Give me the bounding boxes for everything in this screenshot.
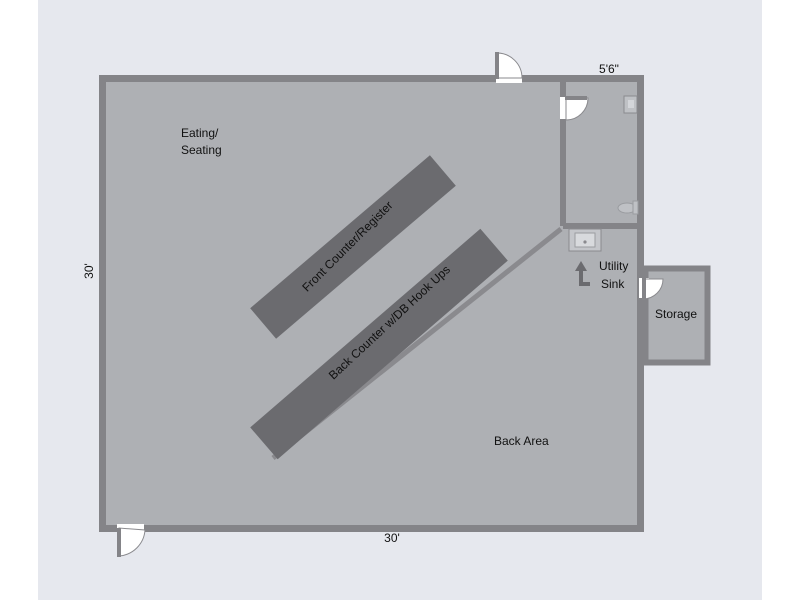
utility-sink-label-line-2: Sink: [601, 277, 625, 291]
width-dimension-label: 30': [384, 531, 400, 545]
restroom-door-icon[interactable]: [565, 96, 589, 121]
utility-sink-icon: [568, 228, 602, 252]
depth-dimension-label: 30': [82, 263, 96, 279]
storage-label: Storage: [655, 307, 697, 321]
eating-seating-label: Eating/ Seating: [181, 126, 222, 157]
back-counter: [250, 228, 508, 460]
toilet-icon: [617, 200, 639, 215]
utility-sink-label-line-1: Utility: [599, 259, 628, 273]
restroom-door-opening: [560, 97, 567, 119]
utility-sink-label: Utility Sink: [599, 259, 632, 291]
back-area-label: Back Area: [494, 434, 549, 448]
top-door-icon[interactable]: [495, 52, 523, 79]
restroom-width-label: 5'6": [599, 62, 619, 76]
restroom-sink-icon: [623, 95, 638, 114]
front-counter: [250, 155, 456, 339]
eating-seating-label-line-2: Seating: [181, 143, 222, 157]
main-floor: [99, 75, 644, 532]
eating-seating-label-line-1: Eating/: [181, 126, 219, 140]
storage-door-icon[interactable]: [642, 277, 664, 300]
bottom-door-icon[interactable]: [117, 527, 146, 557]
storage-room: [642, 265, 711, 366]
utility-sink-arrow-icon: [579, 269, 590, 286]
utility-sink-arrowhead-icon: [575, 261, 587, 271]
